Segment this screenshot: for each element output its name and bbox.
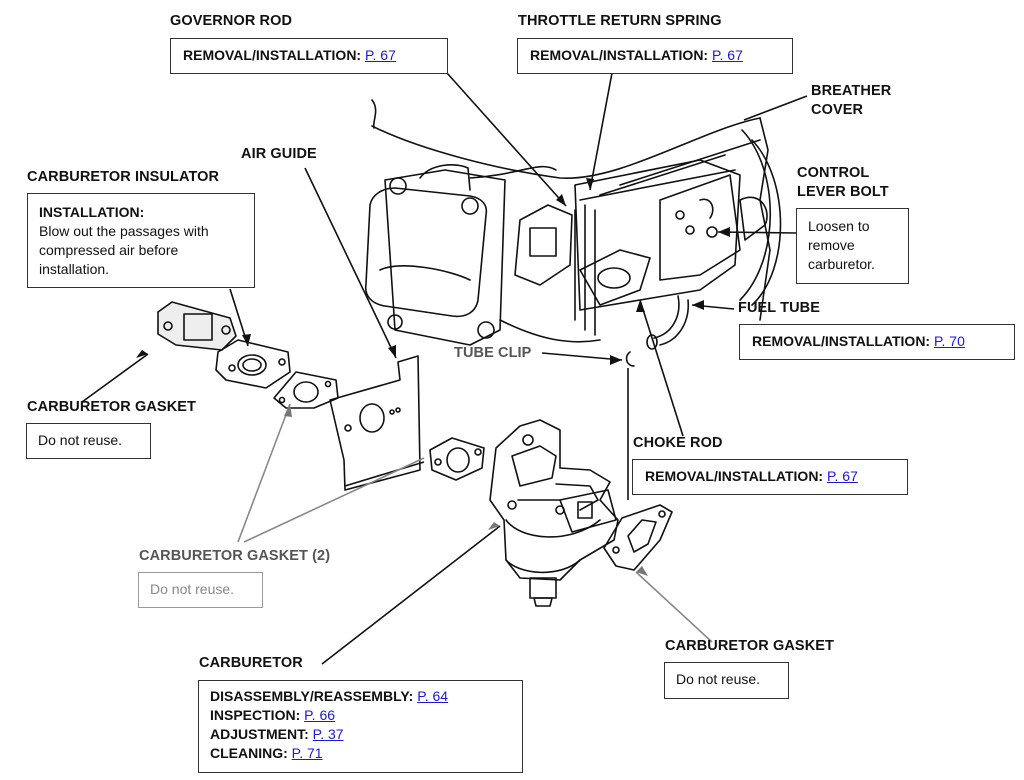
- breather-cover-line1: BREATHER: [811, 83, 892, 99]
- arrowhead: [488, 522, 500, 530]
- leader-gasket-2-b: [244, 458, 424, 542]
- arrowhead: [242, 334, 251, 346]
- carburetor-cleaning-label: CLEANING:: [210, 745, 288, 761]
- leader-air-guide-lower: [345, 462, 424, 486]
- air-guide-title: AIR GUIDE: [241, 146, 317, 162]
- arrowhead: [586, 178, 594, 190]
- breather-cover-title: BREATHER COVER: [811, 82, 891, 120]
- leader-air-guide: [305, 168, 396, 358]
- arrowhead: [136, 350, 148, 358]
- fuel-tube-box: REMOVAL/INSTALLATION: P. 70: [739, 324, 1015, 360]
- arrowhead: [284, 404, 292, 417]
- carburetor-cleaning-page-link[interactable]: P. 71: [291, 745, 323, 761]
- carburetor-insulator-note-line: installation.: [39, 261, 110, 277]
- carburetor-gasket-right-title: CARBURETOR GASKET: [665, 638, 834, 654]
- governor-rod-removal-label: REMOVAL/INSTALLATION:: [183, 47, 362, 63]
- carburetor-insulator-heading: INSTALLATION:: [39, 204, 145, 220]
- carburetor-insulator-box: INSTALLATION: Blow out the passages with…: [27, 193, 255, 288]
- governor-rod-page-link[interactable]: P. 67: [364, 47, 396, 63]
- mid-gasket-drawing: [430, 438, 484, 480]
- carburetor-gasket-left-box: Do not reuse.: [26, 423, 151, 459]
- carburetor-gasket-2-note: Do not reuse.: [150, 581, 235, 597]
- choke-rod-box: REMOVAL/INSTALLATION: P. 67: [632, 459, 908, 495]
- control-lever-bolt-line1: CONTROL: [797, 165, 870, 181]
- control-lever-note-line: remove: [808, 237, 855, 253]
- engine-block-drawing: [366, 100, 781, 366]
- control-lever-bolt-line2: LEVER BOLT: [797, 184, 889, 200]
- breather-cover-line2: COVER: [811, 102, 864, 118]
- leader-choke-rod: [640, 300, 683, 436]
- carburetor-insulator-drawing: [216, 340, 290, 388]
- control-lever-note-line: carburetor.: [808, 256, 875, 272]
- control-lever-note-line: Loosen to: [808, 218, 870, 234]
- small-gasket-drawing: [274, 372, 338, 408]
- carburetor-drawing: [490, 420, 618, 606]
- throttle-spring-page-link[interactable]: P. 67: [711, 47, 743, 63]
- carburetor-gasket-2-box: Do not reuse.: [138, 572, 263, 608]
- arrowhead: [556, 194, 566, 206]
- carburetor-gasket-right-note: Do not reuse.: [676, 671, 761, 687]
- control-lever-bolt-title: CONTROL LEVER BOLT: [797, 164, 889, 202]
- choke-rod-page-link[interactable]: P. 67: [826, 468, 858, 484]
- arrowhead: [692, 300, 704, 310]
- carburetor-gasket-left-title: CARBURETOR GASKET: [27, 399, 196, 415]
- carburetor-insulator-note-line: compressed air before: [39, 242, 179, 258]
- arrowhead: [636, 566, 648, 576]
- carburetor-disassembly-label: DISASSEMBLY/REASSEMBLY:: [210, 688, 414, 704]
- governor-rod-box: REMOVAL/INSTALLATION: P. 67: [170, 38, 448, 74]
- governor-rod-title: GOVERNOR ROD: [170, 13, 293, 29]
- throttle-return-spring-title: THROTTLE RETURN SPRING: [518, 13, 722, 29]
- throttle-return-spring-box: REMOVAL/INSTALLATION: P. 67: [517, 38, 793, 74]
- carburetor-title: CARBURETOR: [199, 655, 303, 671]
- throttle-spring-removal-label: REMOVAL/INSTALLATION:: [530, 47, 709, 63]
- leader-gasket-2-a: [238, 404, 290, 542]
- air-guide-drawing: [330, 356, 420, 490]
- carburetor-disassembly-page-link[interactable]: P. 64: [417, 688, 449, 704]
- carburetor-gasket-left-note: Do not reuse.: [38, 432, 123, 448]
- arrowhead: [388, 345, 396, 358]
- carburetor-box: DISASSEMBLY/REASSEMBLY: P. 64 INSPECTION…: [198, 680, 523, 773]
- right-gasket-drawing: [604, 505, 672, 570]
- leader-carb-gasket-left: [82, 354, 148, 402]
- leader-governor-rod: [447, 73, 566, 206]
- carburetor-insulator-title: CARBURETOR INSULATOR: [27, 169, 220, 185]
- leader-carburetor: [322, 526, 500, 664]
- arrowhead: [636, 300, 645, 312]
- carburetor-gasket-2-title: CARBURETOR GASKET (2): [139, 548, 331, 564]
- carburetor-inspection-page-link[interactable]: P. 66: [304, 707, 336, 723]
- control-lever-bolt-box: Loosen to remove carburetor.: [796, 208, 909, 284]
- insulator-gasket-drawing: [158, 302, 236, 350]
- leader-carb-gasket-right: [636, 572, 712, 642]
- arrowhead: [718, 227, 730, 237]
- fuel-tube-page-link[interactable]: P. 70: [933, 333, 965, 349]
- carburetor-gasket-right-box: Do not reuse.: [664, 662, 789, 699]
- leader-throttle-spring: [590, 73, 612, 190]
- arrowhead: [610, 355, 622, 365]
- choke-rod-title: CHOKE ROD: [633, 435, 723, 451]
- tube-clip-title: TUBE CLIP: [454, 345, 532, 361]
- leader-breather-cover: [744, 96, 807, 120]
- carburetor-inspection-label: INSPECTION:: [210, 707, 301, 723]
- leader-tube-clip: [542, 353, 622, 360]
- leader-control-lever: [718, 232, 796, 233]
- carburetor-insulator-note-line: Blow out the passages with: [39, 223, 209, 239]
- fuel-tube-removal-label: REMOVAL/INSTALLATION:: [752, 333, 931, 349]
- carburetor-adjustment-page-link[interactable]: P. 37: [312, 726, 344, 742]
- carburetor-adjustment-label: ADJUSTMENT:: [210, 726, 309, 742]
- choke-rod-removal-label: REMOVAL/INSTALLATION:: [645, 468, 824, 484]
- fuel-tube-title: FUEL TUBE: [738, 300, 820, 316]
